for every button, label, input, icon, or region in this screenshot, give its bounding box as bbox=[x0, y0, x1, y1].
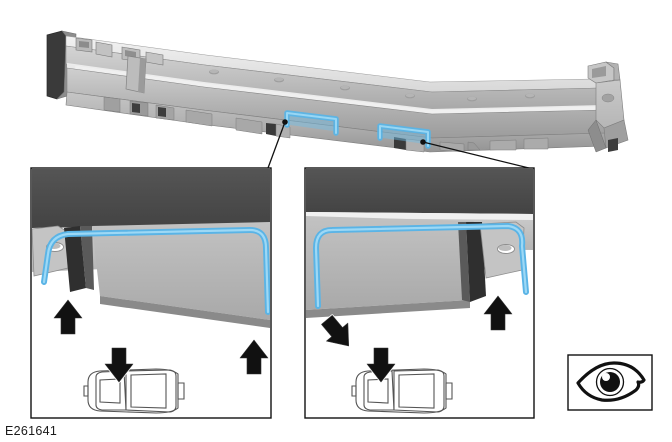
sealant-zone-right bbox=[377, 123, 431, 149]
right-end-bracket bbox=[587, 61, 629, 153]
leader-line-right bbox=[422, 141, 534, 170]
rocker-panel-assembly bbox=[46, 30, 629, 153]
panel-center-boss-shade bbox=[138, 58, 146, 93]
vehicle-outline-right bbox=[351, 368, 453, 414]
detail-right-panel-lower-edge bbox=[306, 300, 470, 318]
detail-right-fold-face bbox=[458, 222, 470, 302]
detail-left-arrow-up-left bbox=[52, 298, 84, 336]
detail-left-panel-lower bbox=[92, 222, 270, 320]
vehicle-arrow-down-right bbox=[365, 346, 397, 384]
leader-lines bbox=[267, 119, 534, 170]
leader-line-left bbox=[267, 121, 286, 169]
detail-right-dark-band bbox=[306, 169, 533, 214]
detail-right-arrow-up-right bbox=[482, 294, 514, 332]
detail-left-sealant-hilite bbox=[42, 228, 270, 314]
detail-right-fold-shadow bbox=[466, 222, 486, 302]
eye-icon bbox=[576, 361, 646, 402]
left-end-flange bbox=[46, 30, 67, 100]
detail-left-fold-shadow bbox=[64, 226, 86, 292]
detail-left-panel-lower-edge bbox=[100, 296, 270, 328]
figure-reference-number: E261641 bbox=[5, 424, 58, 438]
panel-crease-highlight bbox=[67, 63, 604, 114]
vehicle-top-view-left bbox=[83, 346, 185, 414]
detail-right-sealant-hilite bbox=[314, 224, 528, 308]
sealant-zone-left bbox=[284, 110, 339, 136]
vehicle-outline-left bbox=[83, 368, 185, 414]
detail-view-left bbox=[30, 167, 272, 419]
detail-left-fold-face bbox=[80, 226, 94, 290]
panel-lower-notches bbox=[103, 96, 549, 153]
vehicle-arrow-down-left bbox=[103, 346, 135, 384]
panel-dimples bbox=[209, 69, 535, 102]
detail-left-arrow-up-right bbox=[238, 338, 270, 376]
detail-right-arrow-diagonal bbox=[320, 314, 350, 348]
detail-view-right bbox=[304, 167, 535, 419]
detail-left-dark-band bbox=[32, 169, 270, 228]
vehicle-top-view-right bbox=[351, 346, 453, 414]
view-direction-indicator bbox=[567, 354, 653, 411]
detail-right-panel-lower bbox=[306, 216, 474, 310]
